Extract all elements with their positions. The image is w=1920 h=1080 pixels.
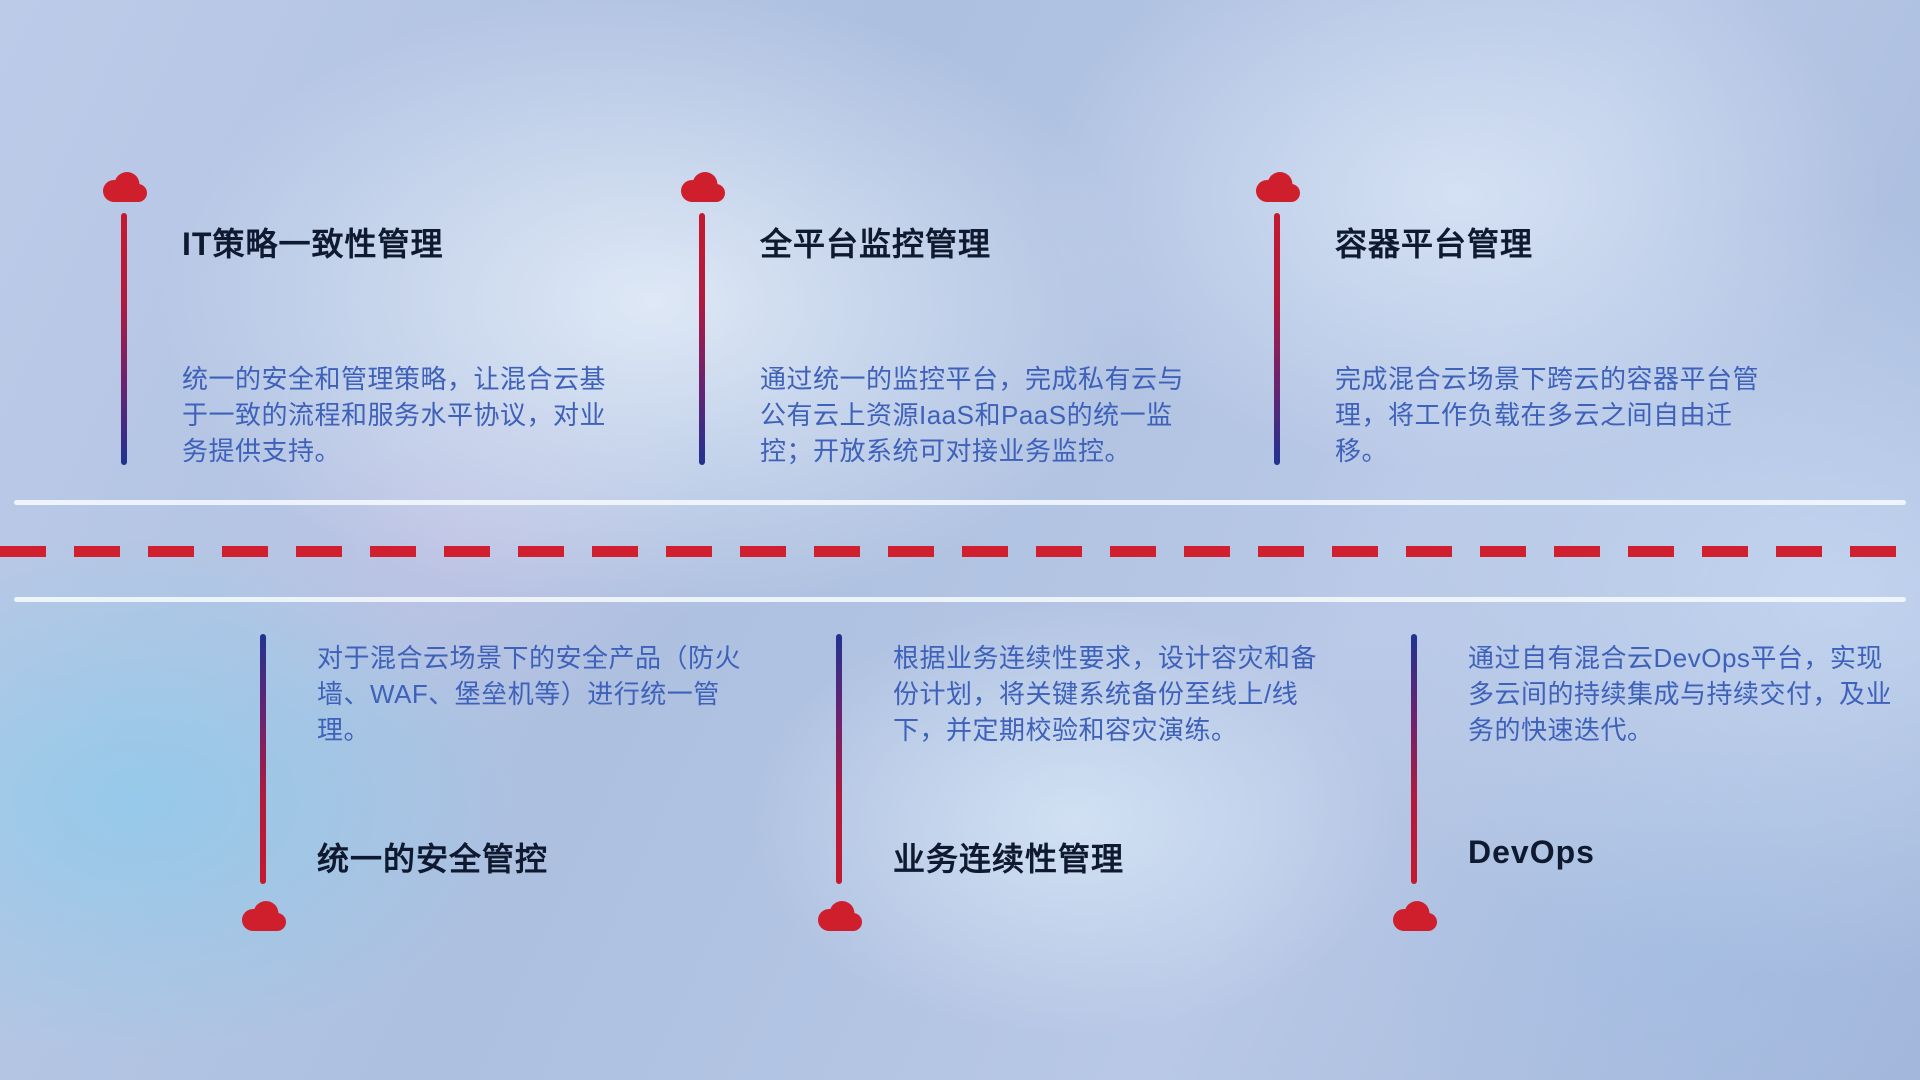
item-title: IT策略一致性管理 [182,226,444,262]
cloud-icon [674,169,730,207]
connector-line [260,634,266,884]
item-description: 通过自有混合云DevOps平台，实现多云间的持续集成与持续交付，及业务的快速迭代… [1468,643,1893,745]
connector-line [1274,213,1280,465]
item-description: 通过统一的监控平台，完成私有云与公有云上资源IaaS和PaaS的统一监控；开放系… [760,364,1185,466]
connector-line [121,213,127,465]
cloud-icon [1249,169,1305,207]
item-title: DevOps [1468,834,1595,870]
connector-line [836,634,842,884]
connector-line [1411,634,1417,884]
divider-dashed-red [0,546,1920,557]
cloud-icon [96,169,152,207]
cloud-icon [235,898,291,936]
cloud-icon [811,898,867,936]
divider-solid-upper [14,500,1906,505]
divider-solid-lower [14,597,1906,602]
cloud-icon [1386,898,1442,936]
item-description: 完成混合云场景下跨云的容器平台管理，将工作负载在多云之间自由迁移。 [1335,364,1760,466]
item-description: 对于混合云场景下的安全产品（防火墙、WAF、堡垒机等）进行统一管理。 [317,643,742,745]
item-title: 业务连续性管理 [893,841,1125,877]
item-description: 统一的安全和管理策略，让混合云基于一致的流程和服务水平协议，对业务提供支持。 [182,364,607,466]
item-title: 统一的安全管控 [317,841,549,877]
item-title: 容器平台管理 [1335,226,1534,262]
item-description: 根据业务连续性要求，设计容灾和备份计划，将关键系统备份至线上/线下，并定期校验和… [893,643,1318,745]
item-title: 全平台监控管理 [760,226,992,262]
connector-line [699,213,705,465]
